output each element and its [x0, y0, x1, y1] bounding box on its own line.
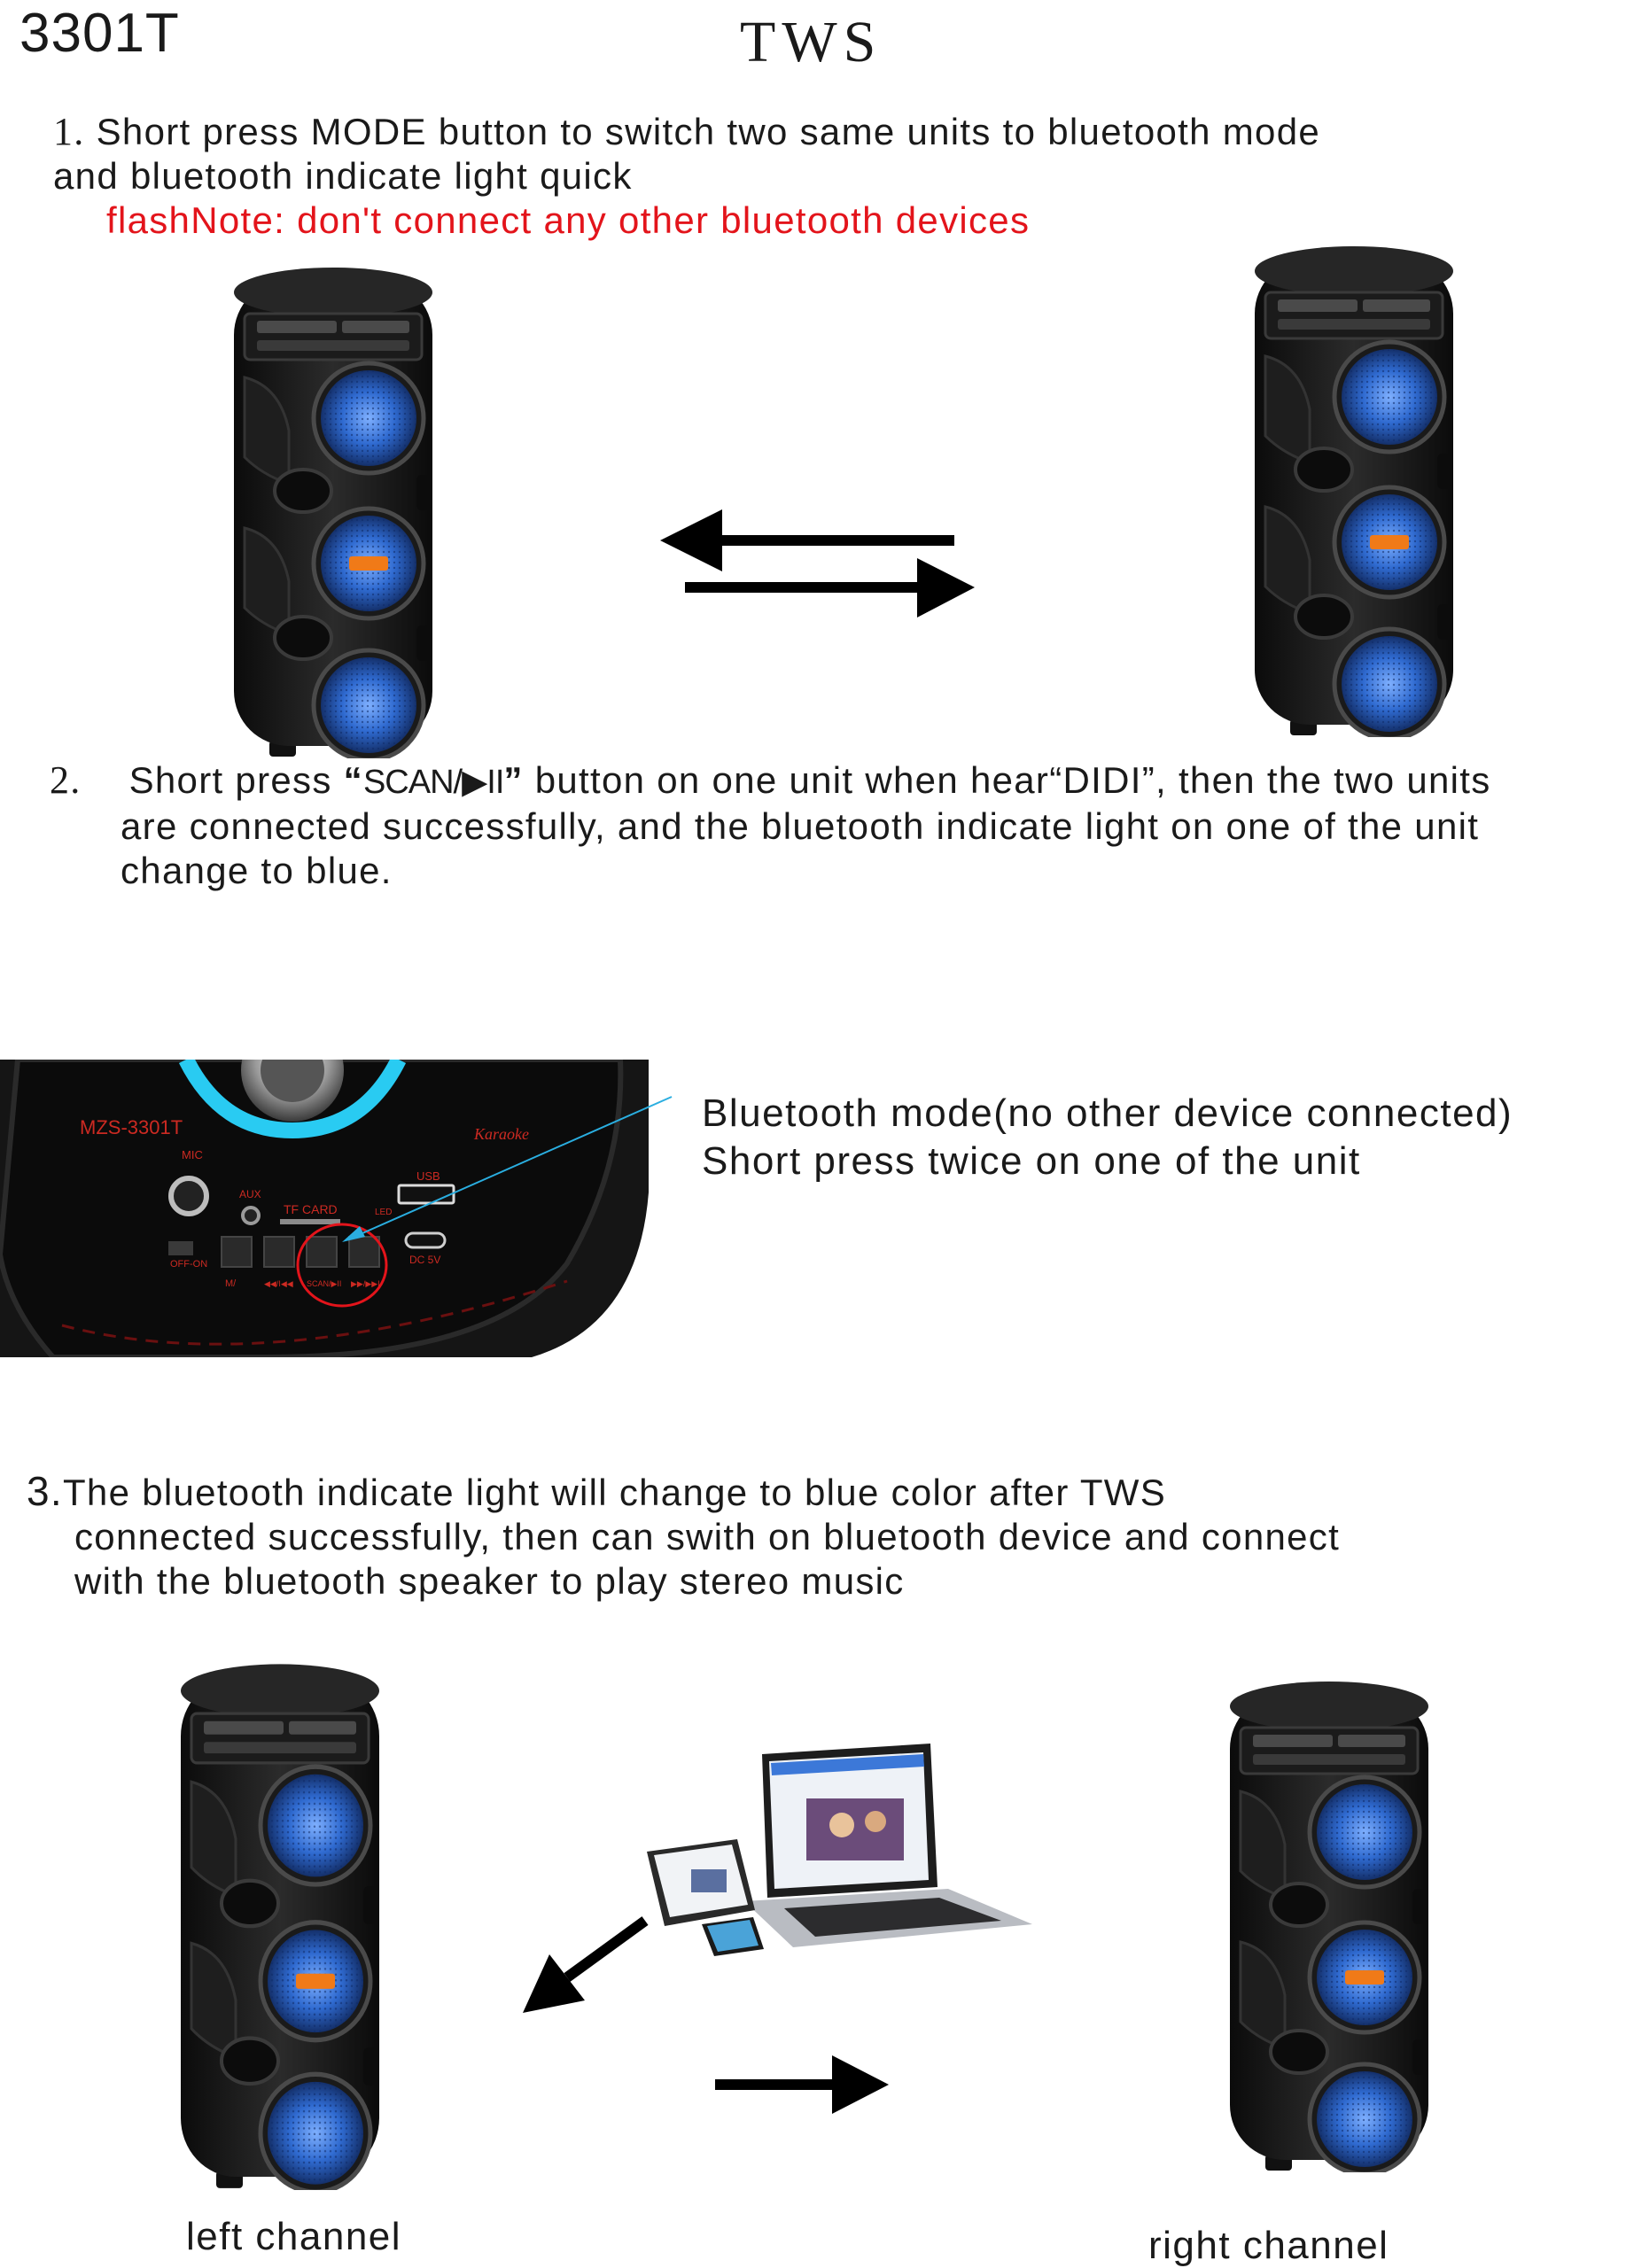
speaker-left-channel — [174, 1658, 386, 2190]
mode-key-icon — [221, 1236, 253, 1268]
panel-mic-label: MIC — [182, 1148, 203, 1161]
panel-offon-label: OFF-ON — [170, 1259, 207, 1270]
step3-line3: with the bluetooth speaker to play stere… — [74, 1560, 905, 1602]
panel-scan-label: SCAN/▶II — [307, 1279, 341, 1288]
step1-note: flashNote: don't connect any other bluet… — [106, 199, 1031, 241]
step2-text: 2. Short press “SCAN/▶II” button on one … — [50, 758, 1491, 893]
panel-mode-label: M/ — [225, 1278, 237, 1289]
control-panel-illustration: MZS-3301T MIC Karaoke AUX TF CARD USB LE… — [0, 1060, 649, 1357]
model-title: 3301T — [19, 3, 180, 64]
callout-line2: Short press twice on one of the unit — [702, 1139, 1361, 1183]
step2-line2: are connected successfully, and the blue… — [121, 805, 1480, 847]
panel-model-label: MZS-3301T — [80, 1116, 183, 1138]
aux-jack-icon — [241, 1206, 261, 1225]
callout-line — [342, 1096, 673, 1242]
step1-line1: Short press MODE button to switch two sa… — [96, 111, 1321, 152]
quote-open: “ — [343, 759, 363, 801]
step1-number: 1. — [53, 110, 85, 153]
arrow-to-left-icon — [523, 1916, 649, 2013]
quote-close: ” — [503, 759, 524, 801]
panel-next-label: ▶▶/▶▶I — [351, 1279, 380, 1288]
scan-key-icon — [306, 1236, 338, 1268]
power-switch-icon — [168, 1241, 193, 1255]
dc-port-icon — [404, 1231, 447, 1249]
step2-pre: Short press — [128, 759, 332, 801]
left-channel-label: left channel — [186, 2215, 402, 2258]
mode-title: TWS — [740, 10, 883, 74]
arrow-to-right-icon — [715, 2055, 889, 2114]
callout-text: Bluetooth mode(no other device connected… — [702, 1091, 1513, 1184]
step2-line3: change to blue. — [121, 850, 393, 891]
step2-post: , then the two units — [1155, 759, 1491, 801]
step2-didi: “DIDI” — [1049, 759, 1155, 801]
panel-aux-label: AUX — [239, 1188, 261, 1200]
panel-usb-label: USB — [416, 1169, 440, 1183]
step1-text: 1. Short press MODE button to switch two… — [53, 110, 1320, 243]
panel-prev-label: ◀◀/I◀◀ — [264, 1279, 293, 1288]
scan-button-glyph: SCAN/▶II — [362, 764, 504, 801]
panel-karaoke-label: Karaoke — [473, 1125, 529, 1143]
tf-slot-icon — [280, 1219, 340, 1224]
right-channel-label: right channel — [1148, 2224, 1389, 2267]
speaker-unit-b — [1248, 241, 1460, 737]
step2-number: 2. — [50, 758, 82, 802]
devices-illustration — [647, 1744, 1032, 1956]
swap-arrows-icon — [660, 509, 975, 617]
panel-led-label: LED — [375, 1208, 392, 1217]
panel-tf-label: TF CARD — [284, 1202, 338, 1216]
speaker-right-channel — [1223, 1676, 1435, 2172]
mic-jack-icon — [168, 1176, 209, 1216]
step3-number: 3. — [27, 1468, 63, 1514]
step3-text: 3.The bluetooth indicate light will chan… — [27, 1469, 1340, 1604]
prev-key-icon — [263, 1236, 295, 1268]
step2-mid: button on one unit when hear — [534, 759, 1050, 801]
step3-line1: The bluetooth indicate light will change… — [62, 1472, 1167, 1513]
step1-line2: and bluetooth indicate light quick — [53, 155, 633, 197]
scan-highlight-circle — [296, 1223, 388, 1308]
panel-dc-label: DC 5V — [409, 1254, 440, 1266]
speaker-unit-a — [227, 262, 440, 758]
step3-line2: connected successfully, then can swith o… — [74, 1516, 1341, 1557]
callout-line1: Bluetooth mode(no other device connected… — [702, 1091, 1513, 1135]
